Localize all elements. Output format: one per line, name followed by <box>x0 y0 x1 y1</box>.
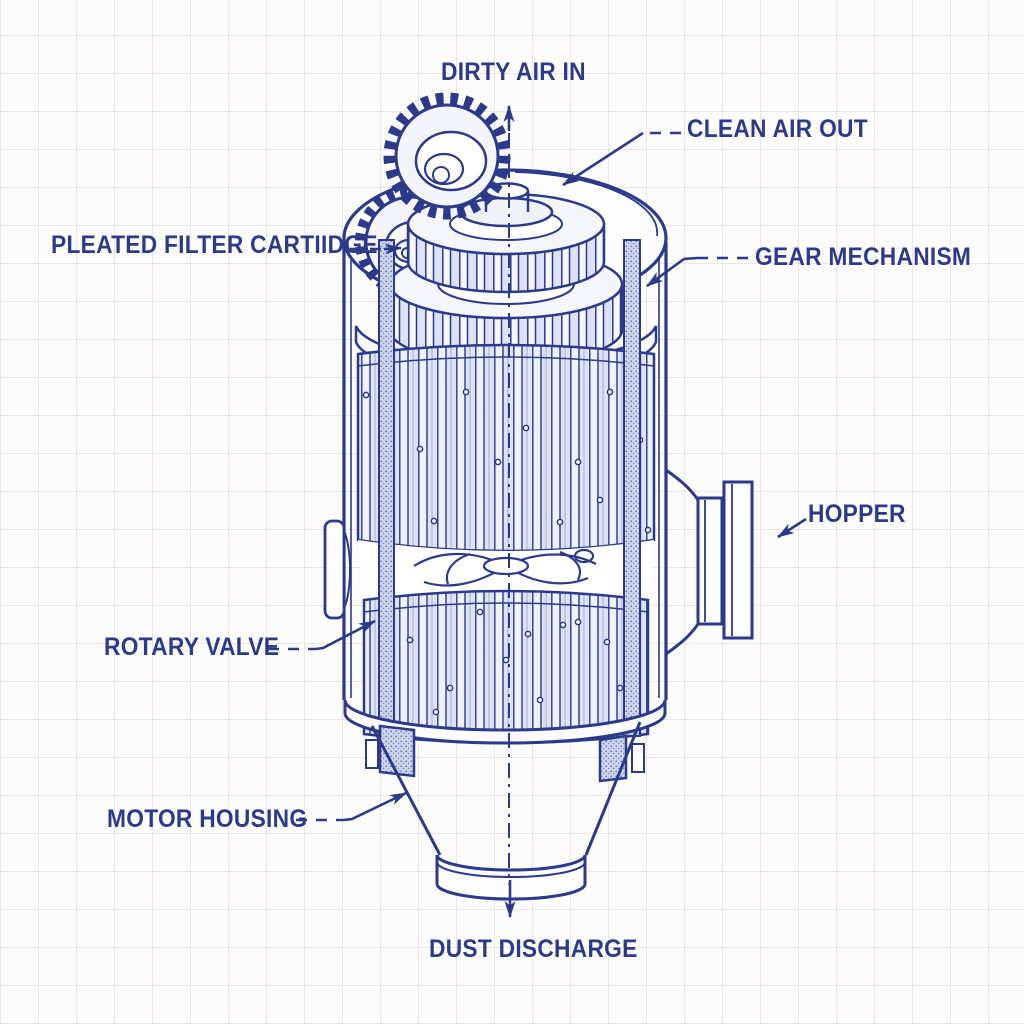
label-clean-air-out: CLEAN AIR OUT <box>687 115 868 143</box>
label-dirty-air-in: DIRTY AIR IN <box>441 58 586 86</box>
leader-gear-mechanism <box>646 256 748 288</box>
label-rotary-valve: ROTARY VALVE <box>104 633 280 661</box>
lower-filter-cartridge <box>362 589 650 745</box>
mounting-foot-right <box>598 734 628 783</box>
leader-motor-housing <box>296 791 407 822</box>
mounting-feet <box>365 724 645 783</box>
label-gear-mechanism: GEAR MECHANISM <box>755 243 972 271</box>
leader-pleated-filter-cartridge <box>350 243 402 255</box>
rivet-dots-lower <box>386 608 624 716</box>
leader-rotary-valve <box>268 619 376 651</box>
gear-small-upper <box>383 92 511 220</box>
shell-cut-right <box>623 239 641 737</box>
mounting-foot-left <box>378 724 416 778</box>
label-hopper: HOPPER <box>808 500 906 528</box>
label-dust-discharge: DUST DISCHARGE <box>429 935 638 963</box>
mounting-bracket-right <box>631 743 645 773</box>
bottom-rim <box>343 699 667 745</box>
label-pleated-filter-cartridge: PLEATED FILTER CARTIIDGE <box>51 231 378 259</box>
upper-filter-cartridge <box>356 343 656 553</box>
hopper-inlet-flange <box>665 468 754 656</box>
leader-clean-air-out <box>562 131 681 187</box>
leader-hopper <box>777 517 807 539</box>
rotary-valve-rotor <box>358 540 654 600</box>
label-motor-housing: MOTOR HOUSING <box>107 805 308 833</box>
leaders <box>268 105 807 918</box>
discharge-outlet <box>435 854 587 901</box>
mounting-bracket-left <box>365 739 379 769</box>
left-port-flange <box>323 519 351 620</box>
discharge-cone <box>370 721 642 856</box>
shell-cut-left <box>378 239 395 737</box>
